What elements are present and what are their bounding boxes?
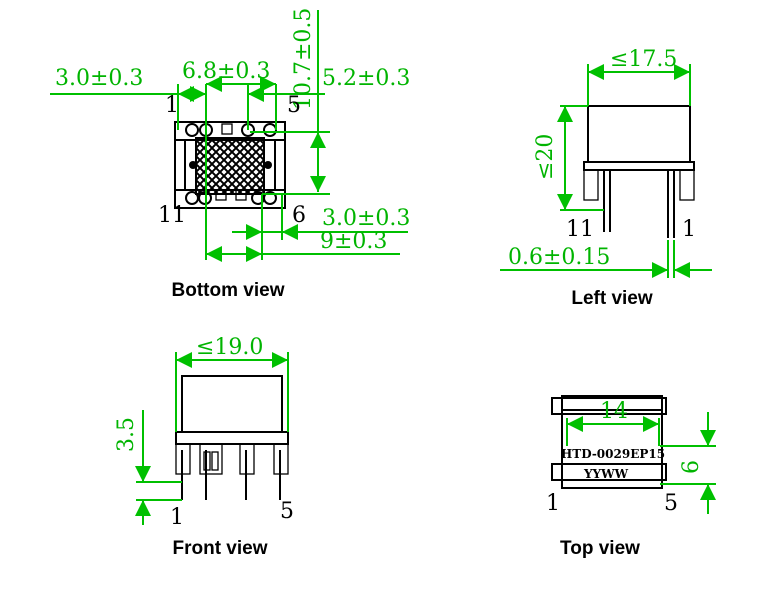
dim-pin-len: 3.5 — [114, 417, 139, 452]
dim-top-width: 6.8±0.3 — [182, 59, 270, 84]
dim-bottom-span: 9±0.3 — [320, 229, 387, 254]
dim-front-width: ≤19.0 — [196, 335, 263, 360]
top-view-caption: Top view — [560, 538, 640, 559]
pin-label-1: 1 — [682, 217, 696, 242]
dim-left-offset: 3.0±0.3 — [55, 66, 143, 91]
pin-label-5: 5 — [287, 93, 301, 118]
bottom-view-body — [174, 121, 286, 209]
pin-label-6: 6 — [292, 203, 306, 228]
front-view-caption: Front view — [172, 538, 267, 559]
dim-right-offset: 5.2±0.3 — [322, 66, 410, 91]
pin-label-11: 11 — [158, 203, 186, 228]
left-view-caption: Left view — [571, 288, 653, 309]
pin-label-1: 1 — [546, 491, 560, 516]
dim-top-height: 6 — [679, 460, 704, 474]
pin-label-11: 11 — [566, 217, 594, 242]
pin-label-5: 5 — [280, 499, 294, 524]
dim-left-width: ≤17.5 — [610, 47, 677, 72]
front-view-body — [175, 375, 289, 500]
date-code-marking: YYWW — [583, 467, 629, 481]
pin-label-1: 1 — [170, 505, 184, 530]
dim-pin-dia: 0.6±0.15 — [508, 245, 610, 270]
front-view: ≤19.0 3.5 1 5 Front view — [114, 335, 294, 559]
dim-vertical: 10.7±0.5 — [291, 8, 316, 110]
bottom-view-caption: Bottom view — [172, 280, 285, 301]
left-view: ≤17.5 ≤20 0.6±0.15 11 1 Left view — [500, 47, 712, 309]
left-view-body — [583, 105, 695, 238]
dim-bottom-offset: 3.0±0.3 — [322, 206, 410, 231]
pin-label-1: 1 — [165, 93, 179, 118]
pin-label-5: 5 — [664, 491, 678, 516]
top-view: HTD-0029EP15 YYWW 14 6 1 5 Top view — [546, 395, 716, 559]
bottom-view: 3.0±0.3 6.8±0.3 5.2±0.3 10.7±0.5 3.0±0.3… — [50, 8, 410, 301]
dim-left-height: ≤20 — [533, 134, 558, 180]
dim-top-width-value: 14 — [600, 399, 628, 424]
top-view-body — [551, 395, 667, 489]
part-marking: HTD-0029EP15 — [561, 447, 665, 461]
